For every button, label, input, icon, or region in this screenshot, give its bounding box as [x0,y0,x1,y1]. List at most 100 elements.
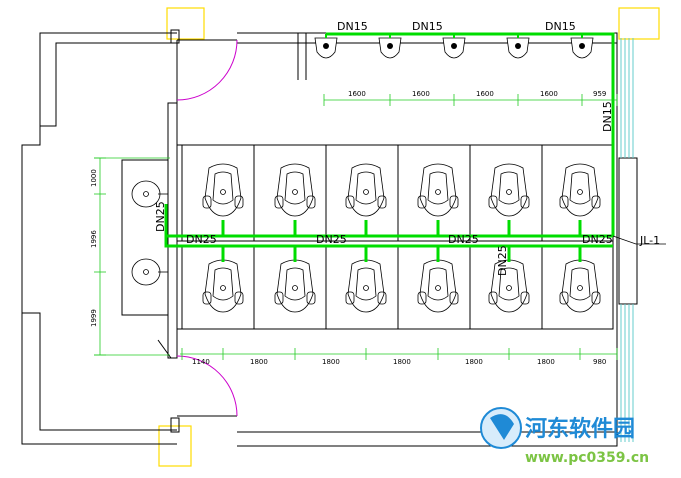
door-arc-bottom [176,355,238,417]
toilet-drain [220,285,226,291]
dim-stall-2: 1800 [250,358,268,366]
dim-urinal-4: 1600 [540,90,558,98]
footrest-right [377,195,387,209]
toilet-outline [347,163,385,217]
footrest-left [274,291,284,305]
dim-urinal-5: 959 [593,90,606,98]
dimension-labels: 1600 1600 1600 1600 959 1140 1800 1800 1… [90,90,606,366]
doors [176,39,238,417]
marker-top-right [618,7,660,40]
toilet-outline [276,163,314,217]
label-dn25-4: DN25 [582,233,613,246]
urinal-drain [451,43,457,49]
dim-urinal-3: 1600 [476,90,494,98]
toilet-outline [204,163,242,217]
footrest-right [520,291,530,305]
corner-markers [158,7,660,467]
watermark-url: www.pc0359.cn [525,450,649,466]
footrest-left [417,291,427,305]
urinal-icon [314,34,338,59]
footrest-left [202,291,212,305]
dim-stall-4: 1800 [393,358,411,366]
footrest-right [377,291,387,305]
dim-stall-3: 1800 [322,358,340,366]
toilet-drain [435,285,441,291]
toilet-bowl [284,171,306,205]
dim-vert-3: 1999 [90,309,98,327]
marker-top-left [166,7,205,40]
label-dn15-vertical: DN15 [601,101,614,132]
footrest-right [591,291,601,305]
toilet-outline [419,163,457,217]
footrest-right [234,291,244,305]
footrest-right [449,291,459,305]
toilet-bowl [355,267,377,301]
dim-stall-5: 1800 [465,358,483,366]
toilet-icon [345,163,387,217]
toilet-bowl [284,267,306,301]
footrest-right [591,195,601,209]
dim-stall-7: 980 [593,358,606,366]
dim-stall-6: 1800 [537,358,555,366]
footrest-left [488,195,498,209]
toilet-bowl [569,267,591,301]
sinks [131,180,168,286]
toilet-drain [506,189,512,195]
toilet-icon [274,163,316,217]
urinal-icon [506,34,530,59]
footrest-right [234,195,244,209]
toilet-icon [559,163,601,217]
squat-toilets [202,163,601,313]
toilet-bowl [569,171,591,205]
footrest-left [202,195,212,209]
toilet-icon [202,163,244,217]
footrest-left [345,195,355,209]
marker-bottom-left [158,425,192,467]
toilet-drain [435,189,441,195]
footrest-left [274,195,284,209]
toilet-icon [417,259,459,313]
urinal-drain [579,43,585,49]
urinal-icon [442,34,466,59]
riser-bundle [620,38,634,442]
sink-icon [131,258,161,286]
toilet-outline [490,163,528,217]
dim-urinal-1: 1600 [348,90,366,98]
toilet-icon [202,259,244,313]
toilet-icon [488,259,530,313]
dim-vert-2: 1996 [90,230,98,248]
label-dn25-1: DN25 [186,233,217,246]
watermark-name: 河东软件园 [525,416,635,442]
toilet-bowl [427,267,449,301]
toilet-bowl [212,267,234,301]
toilet-drain [577,189,583,195]
toilet-drain [506,285,512,291]
toilet-icon [559,259,601,313]
urinal-row [314,34,594,59]
toilet-bowl [355,171,377,205]
dim-stall-1: 1140 [192,358,210,366]
urinal-drain [323,43,329,49]
label-dn25-3: DN25 [448,233,479,246]
label-dn15-2: DN15 [412,20,443,33]
door-arc-top [176,39,238,101]
footrest-left [345,291,355,305]
footrest-left [559,291,569,305]
toilet-icon [417,163,459,217]
toilet-bowl [498,267,520,301]
pipe-labels: DN15 DN15 DN15 DN15 DN25 DN25 DN25 DN25 … [154,20,666,276]
toilet-drain [292,285,298,291]
urinal-drain [515,43,521,49]
water-pipes [164,32,615,262]
label-dn25-vertical: DN25 [154,201,167,232]
urinal-icon [570,34,594,59]
footrest-left [559,195,569,209]
toilet-drain [363,285,369,291]
footrest-left [417,195,427,209]
toilet-drain [292,189,298,195]
toilet-drain [577,285,583,291]
watermark: 河东软件园 www.pc0359.cn [480,407,649,466]
urinal-drain [387,43,393,49]
toilet-drain [220,189,226,195]
urinal-icon [378,34,402,59]
